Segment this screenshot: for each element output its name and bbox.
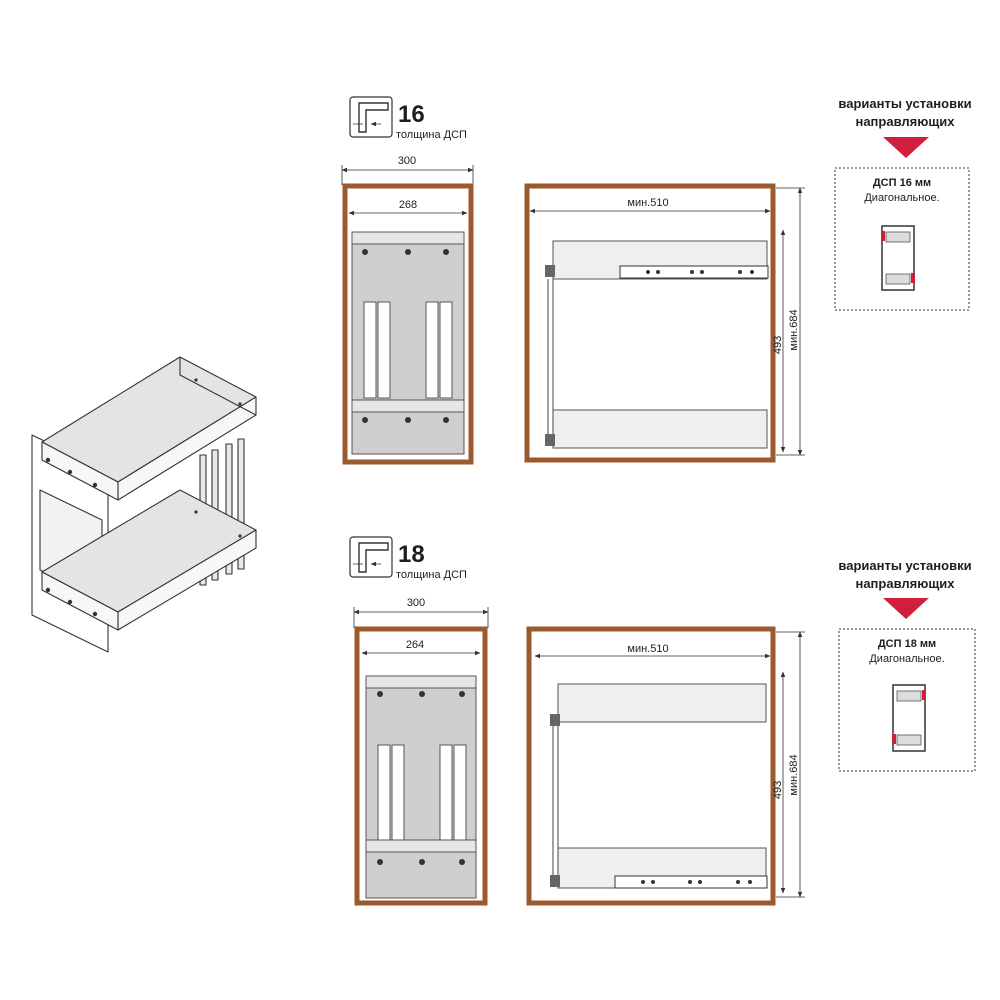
dim-depth: мин.510: [627, 643, 668, 655]
mount-diagram-icon: [892, 684, 926, 752]
dim-min-height: мин.684: [788, 309, 800, 350]
options-header-line1: варианты установки: [838, 96, 971, 111]
card-subtitle: Диагональное.: [864, 192, 939, 204]
basket-isometric-view: [31, 356, 257, 653]
dim-inner-width: 268: [399, 199, 417, 211]
variant-18-section: 18 толщина ДСП 300 264 мин.510: [349, 536, 805, 906]
dim-inner-width: 264: [406, 639, 424, 651]
dim-outer-width: 300: [398, 155, 416, 167]
card-subtitle: Диагональное.: [869, 653, 944, 665]
side-view-18: мин.510 493 мин.684: [526, 626, 805, 906]
options-header-line2: направляющих: [855, 576, 955, 591]
installation-options-18: варианты установки направляющих ДСП 18 м…: [838, 558, 976, 772]
dim-min-height: мин.684: [788, 754, 800, 795]
dim-height: 493: [772, 781, 784, 799]
installation-options-16: варианты установки направляющих ДСП 16 м…: [834, 96, 972, 311]
thickness-label: толщина ДСП: [396, 569, 467, 581]
thickness-value: 18: [398, 541, 425, 568]
dim-depth: мин.510: [627, 197, 668, 209]
card-title: ДСП 16 мм: [873, 177, 931, 189]
thickness-label: толщина ДСП: [396, 129, 467, 141]
chipboard-thickness-icon: [349, 536, 393, 578]
dim-height: 493: [772, 336, 784, 354]
dim-outer-width: 300: [407, 597, 425, 609]
chipboard-thickness-icon: [349, 96, 393, 138]
down-arrow-icon: [883, 598, 929, 619]
down-arrow-icon: [883, 137, 929, 158]
side-view-16: мин.510 493 мин.684: [524, 183, 805, 463]
variant-16-section: 16 толщина ДСП 300 268: [341, 96, 805, 465]
front-view-16: 300 268: [341, 155, 474, 465]
options-header-line1: варианты установки: [838, 558, 971, 573]
mount-diagram-icon: [881, 225, 915, 291]
front-view-18: 300 264: [353, 597, 489, 906]
card-title: ДСП 18 мм: [878, 638, 936, 650]
options-header-line2: направляющих: [855, 114, 955, 129]
thickness-value: 16: [398, 101, 425, 128]
